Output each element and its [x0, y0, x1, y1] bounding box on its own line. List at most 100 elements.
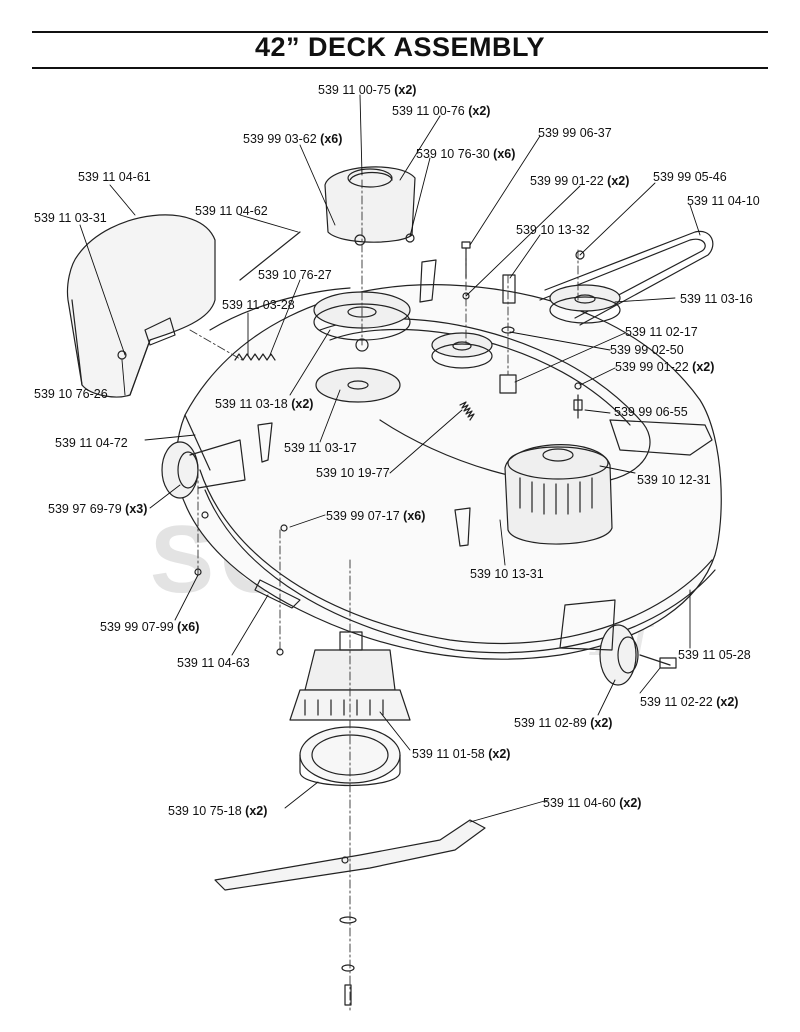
part-label: 539 10 19-77 — [316, 466, 390, 480]
part-number: 539 10 19-77 — [316, 466, 390, 480]
bracket-d — [419, 259, 437, 303]
part-label: 539 10 13-32 — [516, 223, 590, 237]
part-label: 539 11 04-61 — [78, 170, 151, 184]
part-qty: (x2) — [245, 804, 268, 818]
part-number: 539 11 00-76 — [392, 104, 465, 118]
part-label: 539 10 76-30 (x6) — [416, 147, 515, 161]
part-label: 539 99 02-50 — [610, 343, 684, 357]
part-number: 539 11 03-17 — [284, 441, 357, 455]
part-label: 539 10 75-18 (x2) — [168, 804, 267, 818]
part-qty: (x2) — [291, 397, 314, 411]
part-label: 539 11 05-28 — [678, 648, 751, 662]
part-number: 539 11 02-89 — [514, 716, 587, 730]
leader-lines — [79, 94, 701, 823]
part-label: 539 99 06-55 — [614, 405, 688, 419]
part-label: 539 11 04-62 — [195, 204, 268, 218]
part-label: 539 11 02-17 — [625, 325, 698, 339]
pulley-cover — [324, 166, 416, 246]
part-label: 539 99 07-17 (x6) — [326, 509, 425, 523]
part-number: 539 11 04-10 — [687, 194, 760, 208]
deck-fastener-a — [280, 524, 288, 532]
part-number: 539 11 04-62 — [195, 204, 268, 218]
part-number: 539 11 03-28 — [222, 298, 295, 312]
part-label: 539 11 02-89 (x2) — [514, 716, 612, 730]
part-label: 539 10 13-31 — [470, 567, 544, 581]
part-number: 539 10 75-18 — [168, 804, 242, 818]
title-underline — [32, 67, 768, 69]
part-qty: (x2) — [488, 747, 511, 761]
part-number: 539 10 12-31 — [637, 473, 711, 487]
part-number: 539 11 05-28 — [678, 648, 751, 662]
part-qty: (x3) — [125, 502, 148, 516]
part-number: 539 10 13-31 — [470, 567, 544, 581]
part-label: 539 99 01-22 (x2) — [615, 360, 714, 374]
part-label: 539 11 03-18 (x2) — [215, 397, 313, 411]
part-number: 539 11 02-17 — [625, 325, 698, 339]
part-qty: (x2) — [692, 360, 715, 374]
bracket-b — [454, 507, 471, 547]
part-number: 539 10 76-30 — [416, 147, 490, 161]
part-label: 539 11 04-60 (x2) — [543, 796, 641, 810]
bracket-a — [257, 422, 273, 463]
deck-shell — [176, 284, 722, 660]
part-label: 539 11 04-63 — [177, 656, 250, 670]
part-number: 539 11 04-72 — [55, 436, 128, 450]
part-label: 539 11 00-75 (x2) — [318, 83, 416, 97]
part-qty: (x2) — [394, 83, 417, 97]
deck-fastener-b — [201, 511, 209, 519]
part-qty: (x6) — [320, 132, 343, 146]
part-qty: (x6) — [403, 509, 426, 523]
part-label: 539 10 12-31 — [637, 473, 711, 487]
part-label: 539 99 01-22 (x2) — [530, 174, 629, 188]
part-number: 539 11 02-22 — [640, 695, 713, 709]
part-label: 539 11 01-58 (x2) — [412, 747, 510, 761]
part-number: 539 99 03-62 — [243, 132, 317, 146]
part-number: 539 11 04-63 — [177, 656, 250, 670]
page-title: 42” DECK ASSEMBLY — [254, 32, 546, 62]
part-qty: (x2) — [619, 796, 642, 810]
part-number: 539 10 13-32 — [516, 223, 590, 237]
pulley-lower — [315, 367, 401, 403]
part-label: 539 99 06-37 — [538, 126, 612, 140]
spring-left — [234, 353, 276, 361]
part-number: 539 11 00-75 — [318, 83, 391, 97]
part-number: 539 99 01-22 — [530, 174, 604, 188]
part-qty: (x6) — [493, 147, 516, 161]
spring-center — [459, 401, 475, 421]
part-label: 539 11 00-76 (x2) — [392, 104, 490, 118]
bolt-right — [573, 250, 585, 419]
centerlines — [189, 179, 579, 1011]
part-number: 539 99 07-17 — [326, 509, 400, 523]
pulley-center — [431, 332, 493, 369]
part-label: 539 10 76-27 — [258, 268, 332, 282]
part-qty: (x2) — [716, 695, 739, 709]
part-qty: (x6) — [177, 620, 200, 634]
deck-baffle — [609, 419, 713, 456]
part-number: 539 97 69-79 — [48, 502, 122, 516]
part-number: 539 99 06-37 — [538, 126, 612, 140]
part-number: 539 10 76-26 — [34, 387, 108, 401]
part-label: 539 97 69-79 (x3) — [48, 502, 147, 516]
part-label: 539 99 05-46 — [653, 170, 727, 184]
part-number: 539 11 03-31 — [34, 211, 107, 225]
part-number: 539 11 04-60 — [543, 796, 616, 810]
blade-bolt — [339, 916, 357, 1006]
part-number: 539 11 04-61 — [78, 170, 151, 184]
part-label: 539 11 03-31 — [34, 211, 107, 225]
part-qty: (x2) — [468, 104, 491, 118]
part-number: 539 99 02-50 — [610, 343, 684, 357]
part-label: 539 10 76-26 — [34, 387, 108, 401]
part-number: 539 11 01-58 — [412, 747, 485, 761]
pulley-right — [549, 284, 621, 324]
top-rule — [32, 31, 768, 33]
part-number: 539 99 07-99 — [100, 620, 174, 634]
part-qty: (x2) — [590, 716, 613, 730]
discharge-chute — [66, 214, 216, 398]
part-label: 539 11 02-22 (x2) — [640, 695, 738, 709]
part-label: 539 11 04-72 — [55, 436, 128, 450]
part-number: 539 11 03-16 — [680, 292, 753, 306]
part-label: 539 11 03-28 — [222, 298, 295, 312]
mower-blade — [214, 819, 486, 891]
part-label: 539 99 03-62 (x6) — [243, 132, 342, 146]
